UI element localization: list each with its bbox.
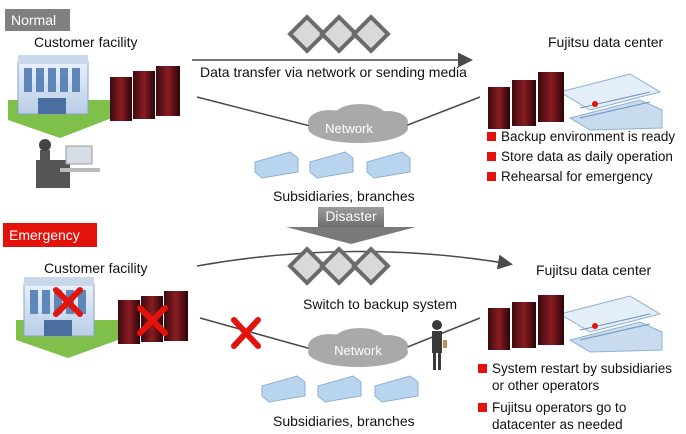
bullet-rehearsal: Rehearsal for emergency bbox=[487, 169, 653, 184]
server-rack-icon bbox=[110, 66, 180, 121]
network-link-left bbox=[196, 96, 319, 129]
failure-x-icon-link bbox=[231, 317, 261, 349]
datacenter-rack-icon-emergency bbox=[488, 295, 564, 350]
disaster-arrow bbox=[286, 207, 416, 244]
data-transfer-label: Data transfer via network or sending med… bbox=[200, 64, 467, 80]
subsidiary-buildings-icon bbox=[254, 151, 411, 179]
network-label-emergency: Network bbox=[334, 343, 382, 358]
failure-x-icon bbox=[53, 287, 83, 317]
network-label: Network bbox=[325, 121, 373, 136]
customer-building-icon bbox=[8, 55, 112, 138]
datacenter-rack-icon bbox=[488, 72, 564, 129]
datacenter-label-emergency: Fujitsu data center bbox=[536, 262, 652, 278]
operator-icon bbox=[36, 139, 100, 188]
bullet-backup-ready: Backup environment is ready bbox=[487, 129, 675, 144]
broken-link-left bbox=[199, 317, 323, 353]
subsidiaries-label: Subsidiaries, branches bbox=[273, 188, 415, 204]
disaster-label: Disaster bbox=[325, 208, 377, 224]
media-disk-icon bbox=[287, 14, 391, 54]
emergency-tag: Emergency bbox=[3, 223, 97, 247]
customer-building-icon-emergency bbox=[16, 277, 118, 358]
switch-label: Switch to backup system bbox=[303, 296, 458, 312]
media-disk-icon-emergency bbox=[287, 246, 391, 286]
subsidiary-buildings-icon-emergency bbox=[261, 375, 419, 403]
customer-facility-label-emergency: Customer facility bbox=[44, 260, 148, 276]
network-link-right bbox=[399, 96, 481, 129]
bullet-system-restart: System restart by subsidiaries bbox=[478, 361, 672, 376]
walking-operator-icon bbox=[432, 320, 447, 370]
network-cloud-icon bbox=[308, 104, 408, 143]
customer-facility-label: Customer facility bbox=[34, 34, 138, 50]
datacenter-building-icon-emergency bbox=[558, 295, 663, 353]
bullet-operators-go: Fujitsu operators go to bbox=[478, 400, 626, 415]
switch-arrow bbox=[196, 250, 513, 270]
bullet-operators-go-cont: datacenter as needed bbox=[492, 417, 623, 432]
normal-tag: Normal bbox=[5, 9, 70, 31]
bullet-store-data: Store data as daily operation bbox=[487, 149, 673, 164]
network-cloud-icon-emergency bbox=[308, 328, 408, 367]
datacenter-building-icon bbox=[558, 73, 663, 131]
subsidiaries-label-emergency: Subsidiaries, branches bbox=[273, 413, 415, 429]
bullet-system-restart-cont: or other operators bbox=[492, 378, 600, 393]
datacenter-label: Fujitsu data center bbox=[548, 34, 664, 50]
failure-x-icon-rack bbox=[137, 305, 168, 336]
